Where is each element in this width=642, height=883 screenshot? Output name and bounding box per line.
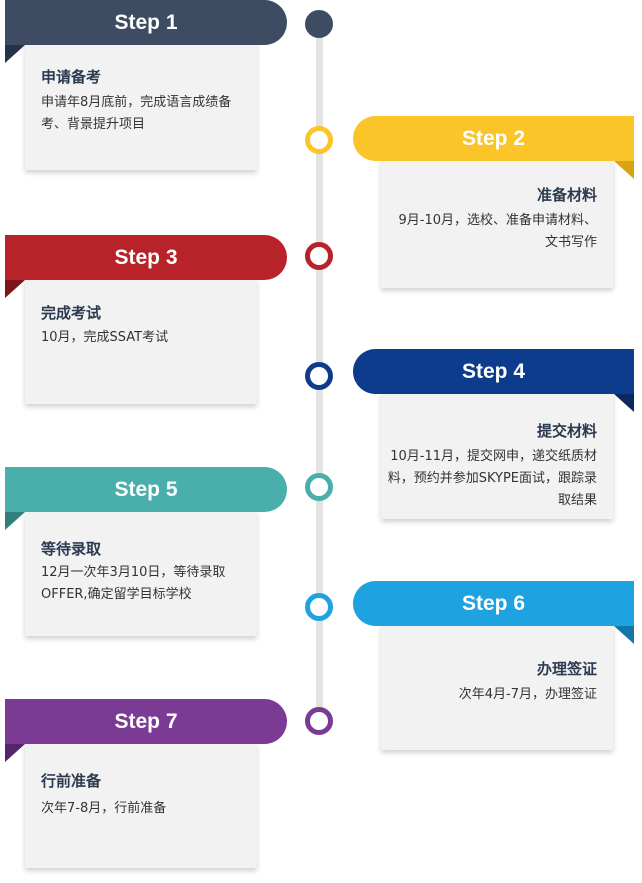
step-7-label: Step 7 (114, 709, 178, 733)
step-1-banner: Step 1 (5, 0, 287, 45)
step-2-banner: Step 2 (353, 116, 634, 161)
step-6-card: 办理签证 次年4月-7月，办理签证 (381, 624, 613, 750)
step-2-fold (614, 161, 634, 179)
step-2-desc: 9月-10月，选校、准备申请材料、文书写作 (398, 213, 597, 250)
step-3-label: Step 3 (114, 245, 178, 269)
step-5-banner: Step 5 (5, 467, 287, 512)
step-5-card: 等待录取 12月一次年3月10日，等待录取OFFER,确定留学目标学校 (25, 510, 257, 636)
step-3-banner: Step 3 (5, 235, 287, 280)
step-1-fold (5, 45, 25, 63)
step-5-fold (5, 512, 25, 530)
step-3-fold (5, 280, 25, 298)
step-7-desc: 次年7-8月，行前准备 (41, 801, 167, 816)
step-7-card: 行前准备 次年7-8月，行前准备 (25, 742, 257, 868)
step-6-label: Step 6 (461, 591, 526, 615)
step-6-banner: Step 6 (353, 581, 634, 626)
step-7-fold (5, 744, 25, 762)
step-5-title: 等待录取 (41, 540, 102, 558)
step-2-dot (305, 126, 333, 154)
step-3-desc: 10月，完成SSAT考试 (41, 330, 169, 345)
step-4-fold (614, 394, 634, 412)
step-6-dot (305, 593, 333, 621)
step-6-title: 办理签证 (536, 660, 597, 678)
step-3-dot (305, 242, 333, 270)
step-7-dot (305, 707, 333, 735)
step-4-title: 提交材料 (536, 422, 597, 440)
step-1-card: 申请备考 申请年8月底前，完成语言成绩备考、背景提升项目 (25, 42, 257, 170)
step-5-label: Step 5 (114, 477, 178, 501)
step-1-dot (305, 10, 333, 38)
step-4-dot (305, 362, 333, 390)
step-1-label: Step 1 (114, 10, 178, 34)
step-1-desc: 申请年8月底前，完成语言成绩备考、背景提升项目 (41, 95, 232, 132)
step-6-fold (614, 626, 634, 644)
step-6-desc: 次年4月-7月，办理签证 (458, 687, 597, 702)
step-3-card: 完成考试 10月，完成SSAT考试 (25, 278, 257, 404)
step-2-card: 准备材料 9月-10月，选校、准备申请材料、文书写作 (381, 160, 613, 288)
step-4-desc: 10月-11月，提交网申，递交纸质材料，预约并参加SKYPE面试，跟踪录取结果 (387, 449, 597, 508)
step-2-title: 准备材料 (536, 186, 597, 204)
step-1-title: 申请备考 (41, 68, 102, 86)
step-2-label: Step 2 (461, 126, 526, 150)
step-4-banner: Step 4 (353, 349, 634, 394)
step-3-title: 完成考试 (41, 304, 102, 322)
step-4-card: 提交材料 10月-11月，提交网申，递交纸质材料，预约并参加SKYPE面试，跟踪… (381, 392, 613, 519)
step-4-label: Step 4 (461, 359, 526, 383)
step-7-title: 行前准备 (41, 772, 102, 790)
step-5-dot (305, 473, 333, 501)
step-5-desc: 12月一次年3月10日，等待录取OFFER,确定留学目标学校 (41, 565, 226, 602)
step-7-banner: Step 7 (5, 699, 287, 744)
